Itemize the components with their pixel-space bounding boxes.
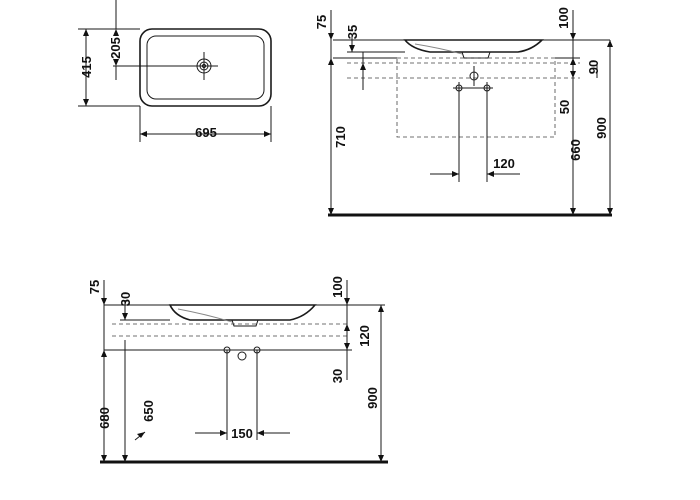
top-view: 415 205 695 xyxy=(78,0,272,142)
basin-outline-inner xyxy=(146,35,265,100)
supply-connections-front xyxy=(223,346,261,361)
dim-75-front: 75 xyxy=(87,280,102,294)
dim-75: 75 xyxy=(314,15,329,29)
dim-drain-205: 205 xyxy=(108,37,123,59)
dim-30-top: 30 xyxy=(118,292,133,306)
dim-150-spacing: 150 xyxy=(231,426,253,441)
dim-900-front: 900 xyxy=(365,387,380,409)
basin-profile-front xyxy=(168,304,317,321)
dim-90: 90 xyxy=(586,60,601,74)
dim-35: 35 xyxy=(345,25,360,39)
front-view: 75 30 100 120 30 900 680 650 150 xyxy=(87,276,388,464)
side-view: 75 35 100 90 50 660 900 710 120 xyxy=(314,7,613,217)
dim-120-spacing: 120 xyxy=(493,156,515,171)
basin-outline-outer xyxy=(139,28,272,107)
dim-660: 660 xyxy=(568,139,583,161)
dim-650: 650 xyxy=(141,400,156,422)
dim-depth-415: 415 xyxy=(79,56,94,78)
dim-900-side: 900 xyxy=(594,117,609,139)
dim-120-front: 120 xyxy=(357,325,372,347)
dim-680: 680 xyxy=(97,407,112,429)
cabinet-outline xyxy=(396,57,556,138)
drain-tube-front xyxy=(231,319,259,327)
dim-width-695: 695 xyxy=(195,125,217,140)
dim-30-bottom: 30 xyxy=(330,369,345,383)
dim-50: 50 xyxy=(557,100,572,114)
dim-710: 710 xyxy=(333,126,348,148)
dim-100-front: 100 xyxy=(330,276,345,298)
basin-profile xyxy=(403,39,544,53)
dim-100: 100 xyxy=(556,7,571,29)
drain-tube xyxy=(461,51,491,59)
